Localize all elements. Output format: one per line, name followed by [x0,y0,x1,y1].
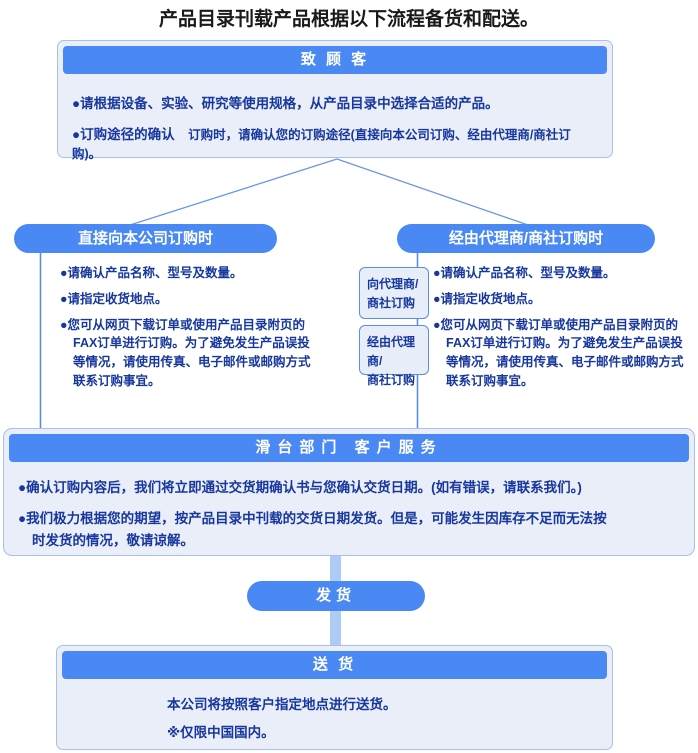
agency-step-1-line-1: 向代理商/ [367,277,419,291]
intro-bullet-2: ●订购途径的确认 订购时，请确认您的订购途径(直接向本公司订购、经由代理商/商社… [58,123,612,162]
intro-bullet-2-label: ●订购途径的确认 [72,127,189,142]
service-bullet-2: ●我们极力根据您的期望，按产品目录中刊载的交货日期发货。但是，可能发生因库存不足… [18,511,607,548]
direct-bullet-1: ●请确认产品名称、型号及数量。 [60,266,243,280]
agency-step-1-line-2: 商社订购 [367,296,416,311]
service-header: 滑台部门 客户服务 [9,434,689,462]
service-panel: 滑台部门 客户服务 ●确认订购内容后，我们将立即通过交货期确认书与您确认交货日期… [3,428,695,556]
branch-line-right [336,158,529,226]
service-bullet-1: ●确认订购内容后，我们将立即通过交货期确认书与您确认交货日期。(如有错误，请联系… [18,480,582,495]
agency-step-2-line-2: 商社订购 [367,373,416,388]
direct-order-pill: 直接向本公司订购时 [14,224,277,253]
intro-bullet-1: ●请根据设备、实验、研究等使用规格，从产品目录中选择合适的产品。 [72,96,499,111]
page-title: 产品目录刊载产品根据以下流程备货和配送。 [158,9,539,30]
direct-order-details: ●请确认产品名称、型号及数量。 ●请指定收货地点。 ●您可从网页下载订单或使用产… [60,264,316,398]
delivery-line-2: ※仅限中国国内。 [167,725,275,740]
agency-step-box-2: 经由代理商/ 商社订购 [359,325,429,387]
direct-bullet-2: ●请指定收货地点。 [60,291,168,306]
delivery-header: 送 货 [62,651,607,679]
intro-panel: 致 顾 客 ●请根据设备、实验、研究等使用规格，从产品目录中选择合适的产品。 ●… [57,40,613,161]
intro-header: 致 顾 客 [63,46,607,74]
branch-line-left [129,158,338,226]
delivery-panel: 送 货 本公司将按照客户指定地点进行送货。 ※仅限中国国内。 [56,645,613,750]
agency-order-pill: 经由代理商/商社订购时 [397,224,655,253]
ship-pill: 发货 [247,581,425,611]
agency-bullet-3: ●您可从网页下载订单或使用产品目录附页的FAX订单进行订购。为了避免发生产品误投… [433,317,684,388]
agency-step-box-1: 向代理商/ 商社订购 [359,267,429,319]
agency-bullet-1: ●请确认产品名称、型号及数量。 [433,266,616,280]
direct-bullet-3: ●您可从网页下载订单或使用产品目录附页的FAX订单进行订购。为了避免发生产品误投… [60,317,311,388]
agency-bullet-2: ●请指定收货地点。 [433,291,541,306]
delivery-line-1: 本公司将按照客户指定地点进行送货。 [167,697,397,712]
intro-bullet-2-rest: 订购时，请确认您的订购途径(直接向本公司订购、经由代理商/商社订购)。 [72,128,571,161]
agency-order-details: ●请确认产品名称、型号及数量。 ●请指定收货地点。 ●您可从网页下载订单或使用产… [433,264,691,398]
agency-step-2-line-1: 经由代理商/ [367,335,416,369]
